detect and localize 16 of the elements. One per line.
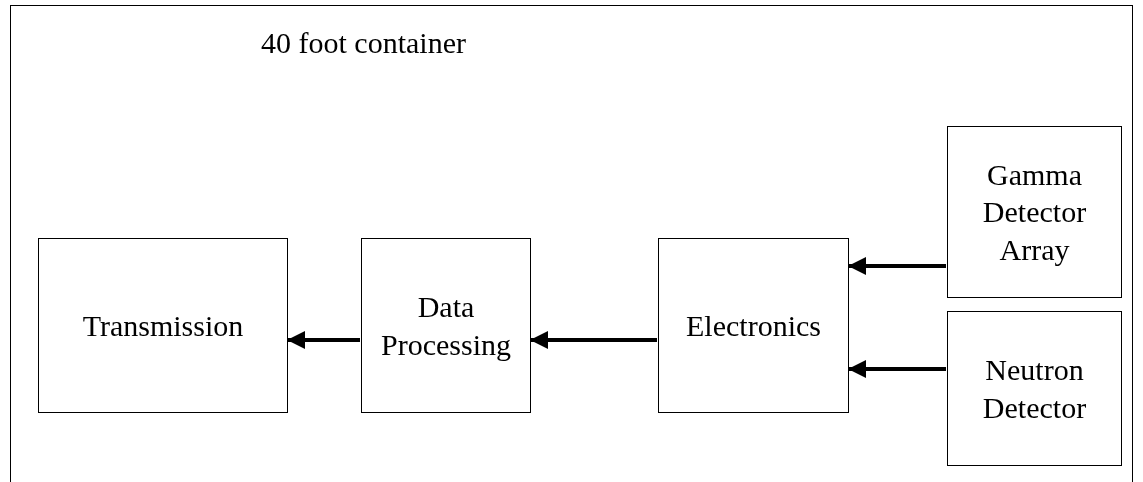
box-label: Transmission <box>82 307 244 344</box>
arrow <box>848 257 946 275</box>
box-label: Data Processing <box>380 289 512 363</box>
box-label: Neutron Detector <box>981 352 1088 426</box>
arrow <box>530 331 657 349</box>
process-box <box>38 238 288 413</box>
process-box <box>947 311 1122 466</box>
process-box <box>658 238 849 413</box>
container-outline <box>10 5 1133 482</box>
container-title: 40 foot container <box>261 25 466 61</box>
box-label: Gamma Detector Array <box>981 156 1088 268</box>
process-box <box>361 238 531 413</box>
process-box <box>947 126 1122 298</box>
arrow <box>287 331 360 349</box>
box-label: Electronics <box>686 307 821 344</box>
arrow <box>848 360 946 378</box>
